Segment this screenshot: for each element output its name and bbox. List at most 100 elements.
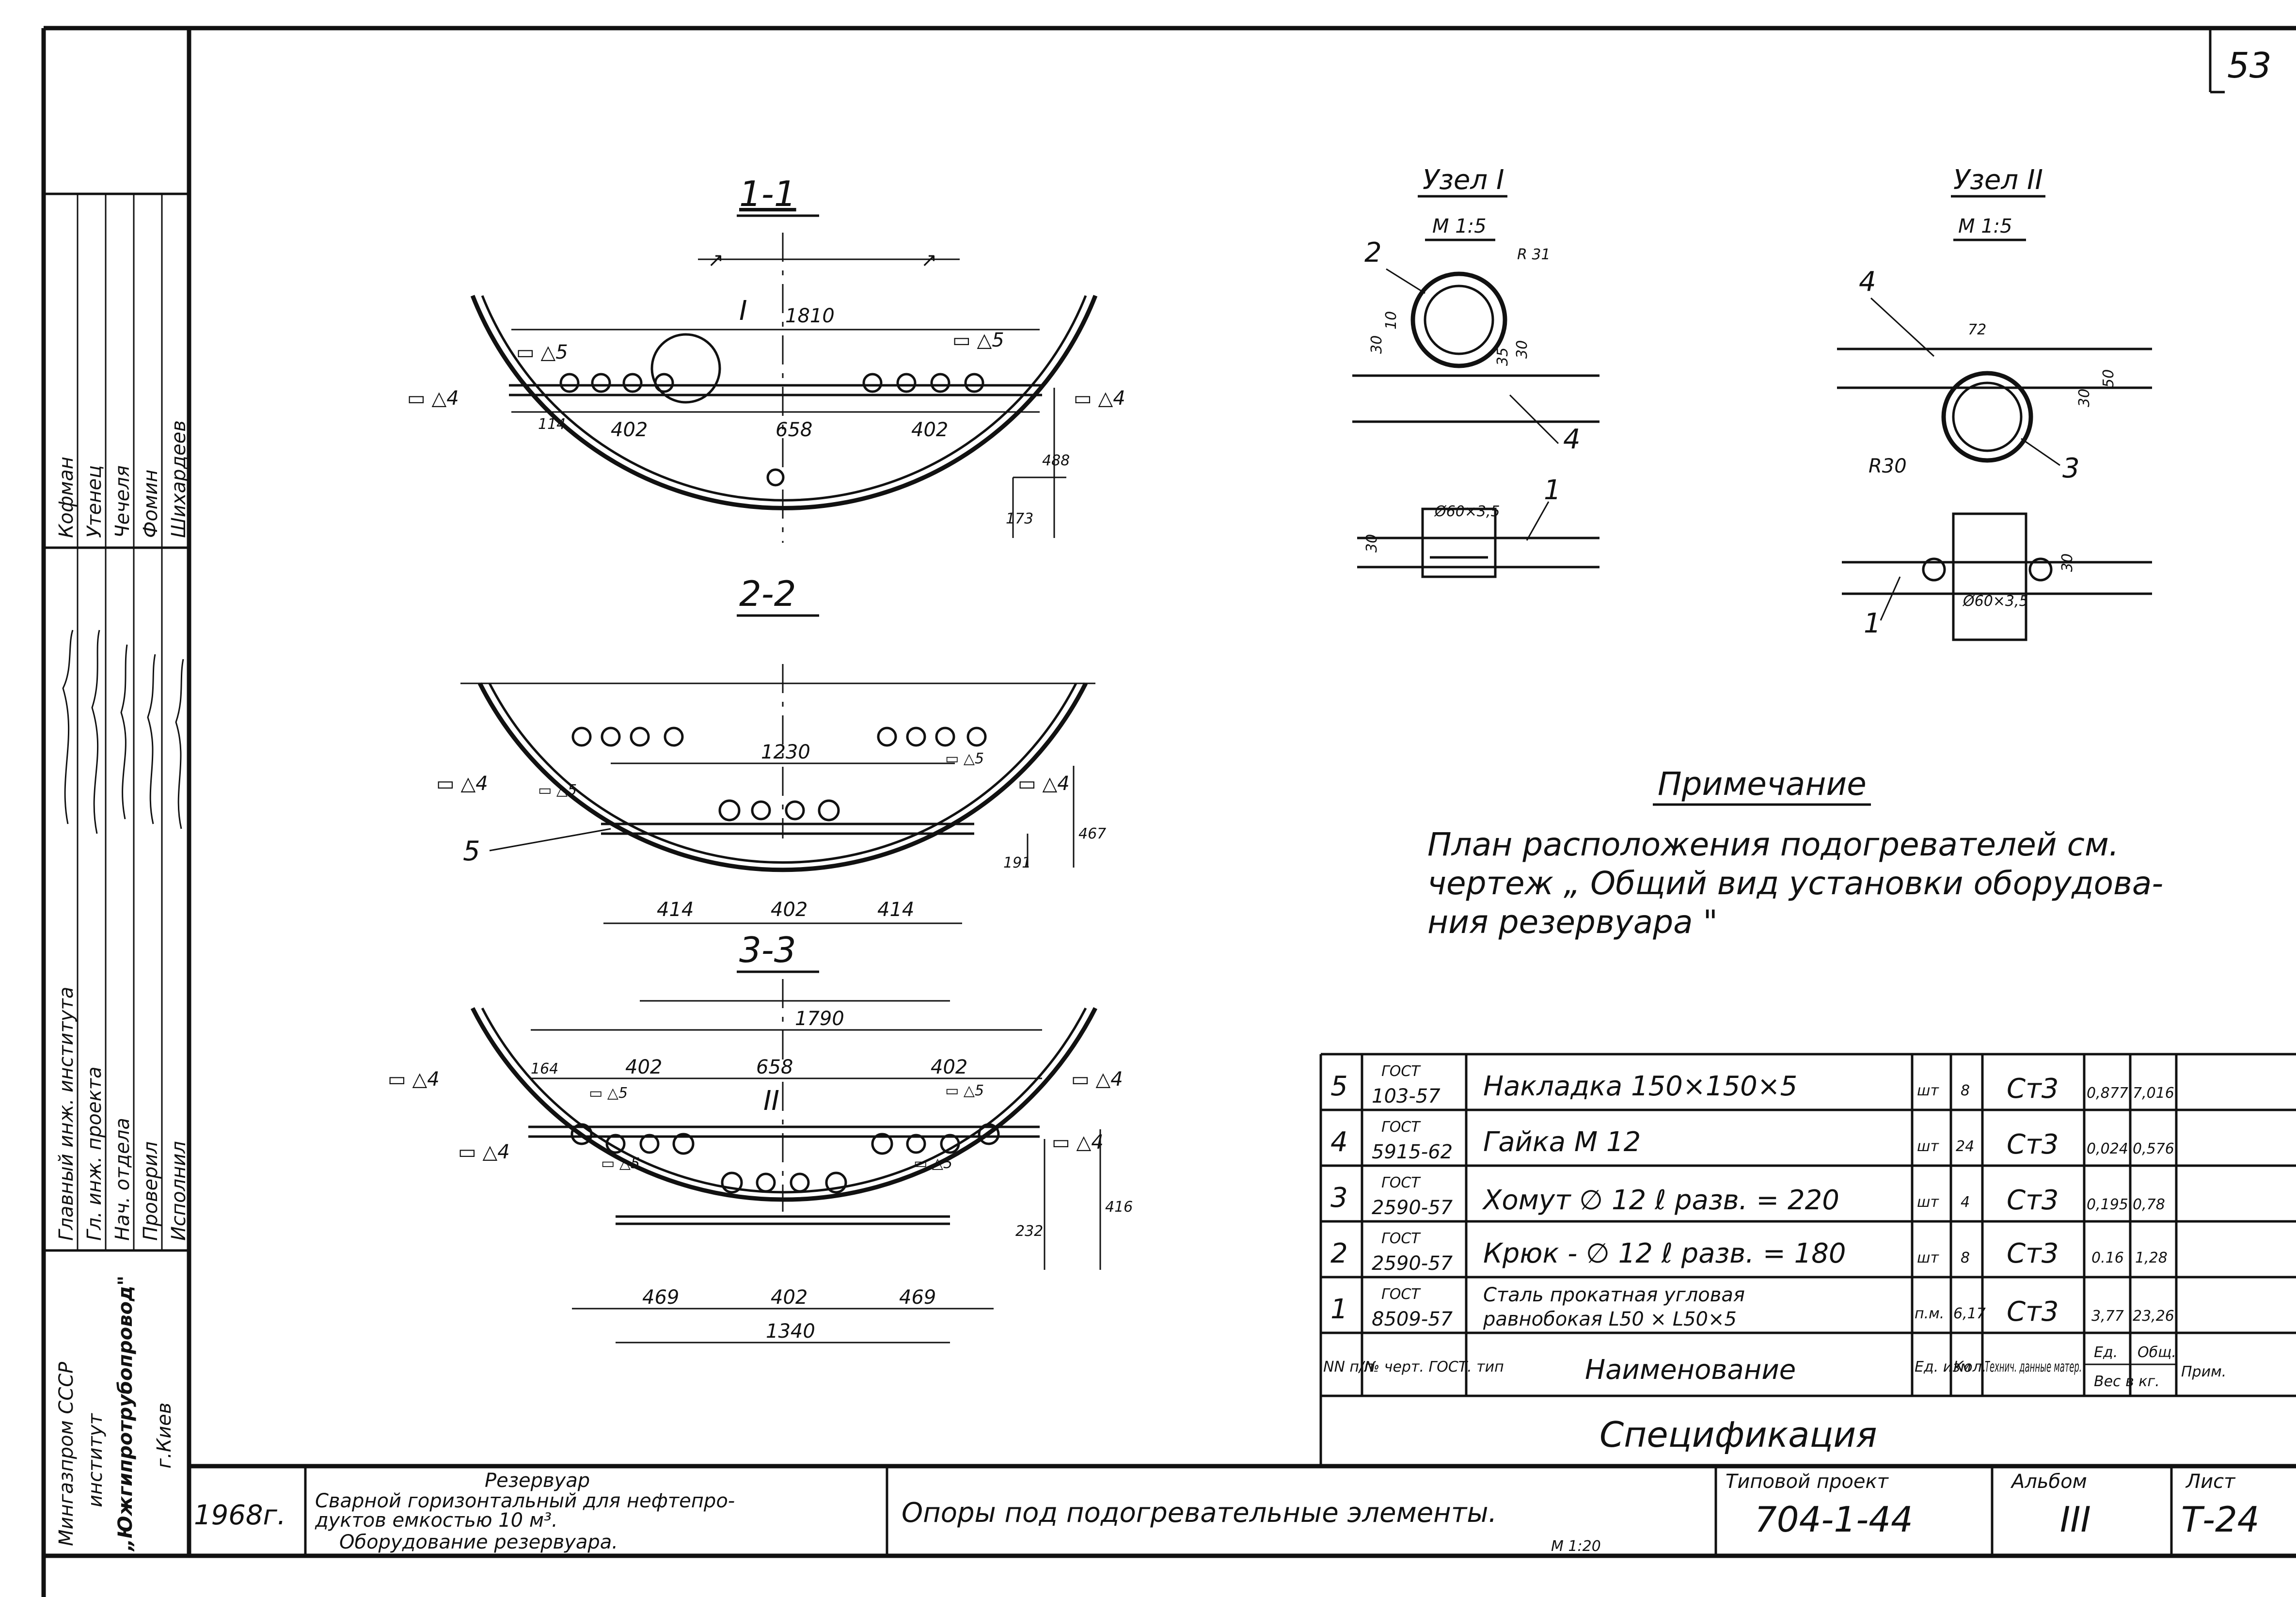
side-role-5: Исполнил [168,1141,190,1241]
tb-album-value: III [2060,1499,2091,1540]
s2-dim-1: 1230 [761,741,810,763]
sheet-frame [41,26,2296,1597]
tb-album-label: Альбом [2010,1471,2087,1493]
spec-name: Накладка 150×150×5 [1483,1071,1797,1102]
s3-dim-10: 232 [1015,1223,1043,1240]
s3-weld-6: ▭ △5 [601,1155,640,1172]
signature-1 [62,630,74,824]
spec-w-total: 0,78 [2133,1196,2165,1213]
s3-dim-4: 658 [756,1056,793,1078]
s2-weld-4: ▭ △4 [1018,773,1070,795]
s3-dim-1: 1790 [795,1008,844,1030]
node-2-pos-3: 3 [2062,453,2080,484]
signature-5 [175,659,184,829]
s3-shell [470,1007,1098,1202]
s3-weld-4: ▭ △4 [1071,1068,1123,1091]
spec-w-unit: 0,877 [2087,1085,2128,1102]
spec-doc-2: 2590-57 [1372,1197,1453,1219]
s2-bolts-bottom [718,799,840,822]
s2-dim-5: 191 [1003,854,1031,871]
spec-caption: Спецификация [1599,1414,1877,1455]
s1-weld-1: ▭ △5 [516,341,568,364]
spec-w-unit: 3,77 [2091,1308,2124,1325]
s3-dim-5: 402 [931,1056,967,1078]
node-2-title: Узел II [1953,164,2043,196]
spec-name: Сталь прокатная угловая [1483,1284,1745,1306]
node-2-pos-4: 4 [1859,266,1876,298]
side-role-3: Нач. отдела [111,1118,134,1241]
node-1-scale: М 1:5 [1432,215,1487,237]
node-1-dim-r: R 31 [1517,246,1551,263]
note-block: Примечание План расположения подогревате… [1427,765,2163,941]
node-2-dim-e: Ø60×3,5 [1962,593,2028,610]
node-1-dim-e: Ø60×3,5 [1434,503,1500,520]
side-name-3: Чечеля [111,465,134,538]
s3-weld-3: ▭ △5 [945,1082,984,1099]
s3-dim-11: 416 [1105,1199,1133,1216]
spec-doc-1: ГОСТ [1381,1230,1421,1247]
side-name-5: Шихардеев [168,420,190,538]
node-1-pos-4: 4 [1563,424,1581,455]
spec-row: 3 ГОСТ 2590-57 Хомут ∅ 12 ℓ разв. = 220 … [1330,1174,2165,1219]
node-2-dim-c: 50 [2100,369,2117,388]
s1-dim-1: 1810 [785,305,835,327]
spec-qty: 8 [1961,1082,1970,1099]
s1-weld-3: ▭ △4 [407,387,459,410]
s3-dim-8: 469 [899,1286,936,1309]
s3-weld-7: ▭ △5 [914,1155,952,1172]
node-2-dim-a: 72 [1968,321,1986,338]
spec-w-total: 7,016 [2133,1085,2174,1102]
side-org-1: Мингазпром СССР [55,1361,78,1546]
note-line-2: чертеж „ Общий вид установки оборудова- [1427,865,2163,902]
spec-material: Ст3 [2007,1073,2058,1105]
s2-weld-3: ▭ △5 [945,750,984,767]
s2-bolts-top [571,727,987,747]
note-line-1: План расположения подогревателей см. [1427,826,2119,863]
spec-header-name: Наименование [1585,1354,1796,1386]
spec-unit: шт [1917,1249,1939,1266]
spec-row: 4 ГОСТ 5915-62 Гайка М 12 шт 24 Ст3 0,02… [1330,1119,2174,1163]
spec-qty: 24 [1956,1138,1974,1155]
s2-dim-6: 467 [1078,825,1106,842]
s3-dim-3: 402 [625,1056,662,1078]
spec-material: Ст3 [2007,1296,2058,1328]
node-1-dim-b: 10 [1383,311,1400,330]
spec-nn: 5 [1330,1071,1348,1102]
s3-weld-1: ▭ △4 [388,1068,440,1091]
spec-header-w-unit: Ед. [2094,1344,2118,1361]
tb-object-line3: Оборудование резервуара. [339,1531,618,1553]
spec-doc-1: ГОСТ [1381,1286,1421,1303]
node-1-pos-1: 1 [1544,474,1561,506]
spec-unit: шт [1917,1194,1939,1211]
spec-qty: 4 [1961,1194,1970,1211]
tb-object-title: Резервуар [485,1470,590,1492]
node-1-title: Узел I [1423,164,1504,196]
s2-weld-2: ▭ △5 [538,782,577,799]
sheet-mark: 53 [2227,45,2272,86]
s3-weld-5: ▭ △4 [458,1141,510,1163]
spec-row: 1 ГОСТ 8509-57 Сталь прокатная угловая р… [1330,1284,2174,1330]
tb-sheet-value: Т-24 [2181,1499,2260,1540]
spec-header-unit: Ед. изм [1915,1359,1971,1376]
node-1-dim-f: 30 [1363,534,1380,553]
tb-project-label: Типовой проект [1726,1471,1889,1493]
side-name-2: Утенец [83,465,106,538]
spec-header-material: Технич. данные матер. [1985,1359,2082,1376]
node-2: Узел II М 1:5 72 30 50 R30 30 Ø60×3,5 4 … [1837,164,2152,641]
s1-dim-7: 173 [1006,510,1033,527]
side-name-4: Фомин [140,470,162,538]
spec-row: 5 ГОСТ 103-57 Накладка 150×150×5 шт 8 Ст… [1330,1063,2174,1107]
signature-3 [120,644,128,820]
spec-doc-1: ГОСТ [1381,1119,1421,1136]
s1-dim-6: 488 [1042,452,1070,469]
tb-drawing-title: Опоры под подогревательные элементы. [902,1497,1497,1529]
side-org-2: институт [84,1413,107,1507]
node-1-dim-d: 30 [1514,340,1531,359]
tb-scale: М 1:20 [1551,1538,1601,1555]
signature-4 [147,654,156,824]
node-2-scale: М 1:5 [1958,215,2012,237]
side-org-3: „Южгипротрубопровод" [114,1276,137,1552]
note-line-3: ния резервуара " [1427,903,1718,941]
s1-node-mark: I [739,295,747,327]
